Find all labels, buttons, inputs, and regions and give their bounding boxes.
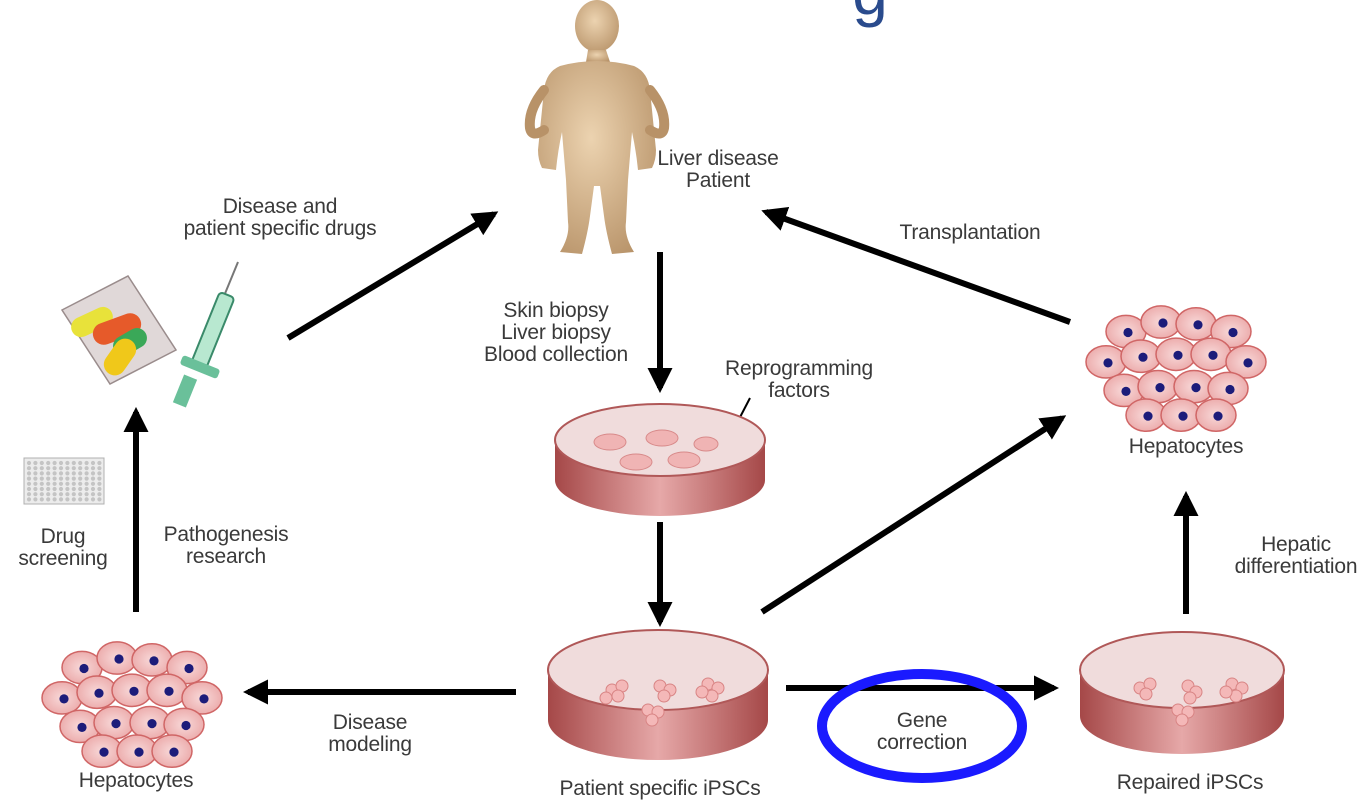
hepatocytes-left-label: Hepatocytes <box>56 770 216 792</box>
reprogramming-dish-icon <box>555 404 765 516</box>
hepatocytes-cluster-right-icon <box>1086 306 1266 431</box>
repaired-ipscs-label: Repaired iPSCs <box>1090 772 1290 794</box>
patient-figure-icon <box>530 0 664 254</box>
well-plate-icon <box>24 458 104 504</box>
pathogenesis-research-label: Pathogenesis research <box>146 524 306 568</box>
drugs-pills-icon <box>62 276 176 384</box>
transplantation-label: Transplantation <box>880 222 1060 244</box>
patient-label: Liver disease Patient <box>618 148 818 192</box>
biopsy-label: Skin biopsy Liver biopsy Blood collectio… <box>456 300 656 366</box>
patient-ipscs-label: Patient specific iPSCs <box>530 778 790 800</box>
drugs-label: Disease and patient specific drugs <box>150 196 410 240</box>
gene-correction-label: Gene correction <box>852 710 992 754</box>
arrow-ipscs-to-hepatocytes <box>762 418 1062 612</box>
disease-modeling-label: Disease modeling <box>300 712 440 756</box>
repaired-ipscs-dish-icon <box>1080 632 1284 754</box>
drug-screening-label: Drug screening <box>8 526 118 570</box>
syringe-icon <box>173 262 238 408</box>
patient-ipscs-dish-icon <box>548 630 768 760</box>
reprogramming-factors-label: Reprogramming factors <box>704 358 894 402</box>
hepatic-differentiation-label: Hepatic differentiation <box>1226 534 1366 578</box>
hepatocytes-right-label: Hepatocytes <box>1106 436 1266 458</box>
hepatocytes-cluster-left-icon <box>42 642 222 767</box>
